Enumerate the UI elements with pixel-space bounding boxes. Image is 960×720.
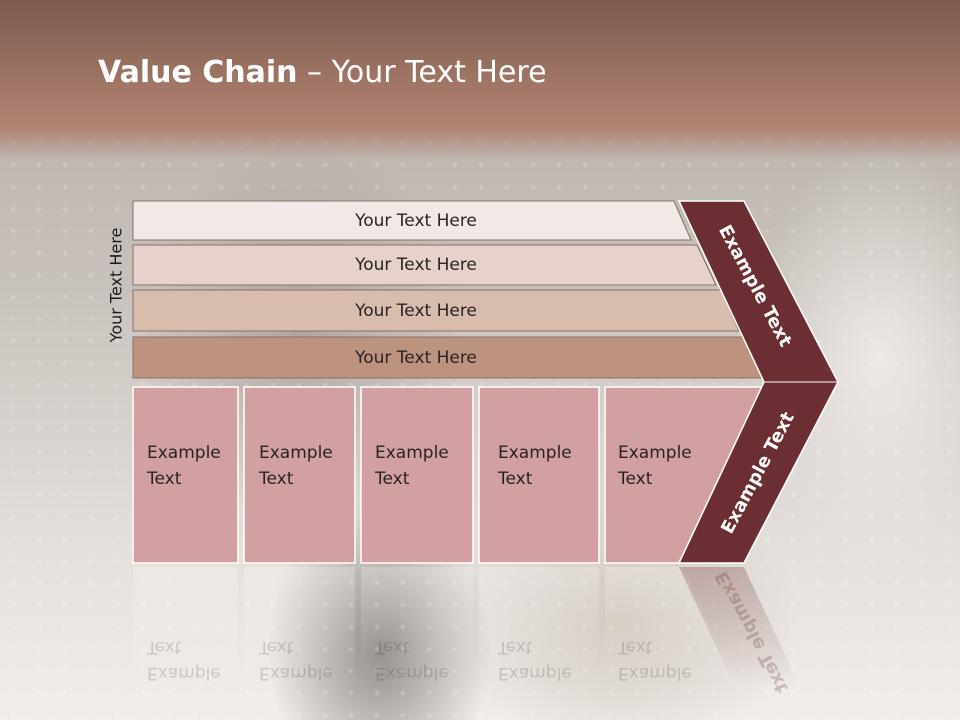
cell-4-text-reflection: Example Text — [498, 634, 593, 686]
cell-2-reflect-line1: Example — [259, 663, 333, 683]
band-1 — [132, 200, 692, 241]
cell-1-text-reflection: Example Text — [147, 634, 242, 686]
cell-1-reflect-line2: Text — [147, 637, 182, 657]
cell-4-reflection — [479, 567, 599, 687]
cell-1-reflect-line1: Example — [147, 663, 221, 683]
band-3-label: Your Text Here — [355, 300, 477, 321]
header-band — [0, 0, 960, 160]
title-bold: Value Chain — [98, 55, 298, 90]
cell-5-reflection — [605, 567, 740, 687]
cell-4-line1: Example — [498, 443, 572, 463]
cell-3-reflect-line1: Example — [375, 663, 449, 683]
cell-3-reflection — [361, 567, 473, 687]
cell-3-text-reflection: Example Text — [375, 634, 470, 686]
cell-2-text-reflection: Example Text — [259, 634, 354, 686]
cell-5-line1: Example — [618, 443, 692, 463]
cell-5-reflect-line1: Example — [618, 663, 692, 683]
cell-5-line2: Text — [618, 469, 653, 489]
band-2 — [132, 244, 717, 286]
cell-3-reflect-line2: Text — [375, 637, 410, 657]
cell-1 — [132, 386, 239, 564]
cell-2-line1: Example — [259, 443, 333, 463]
band-1-label: Your Text Here — [355, 210, 477, 231]
band-2-label: Your Text Here — [355, 255, 477, 275]
cell-2-reflect-line2: Text — [259, 637, 294, 657]
band-4-label: Your Text Here — [355, 347, 477, 368]
cell-1-line2: Text — [147, 469, 182, 489]
chevron-reflection — [679, 567, 800, 687]
cell-3-line1: Example — [375, 443, 449, 463]
cell-5-reflect-line2: Text — [618, 637, 653, 657]
title-rest: – Your Text Here — [297, 55, 547, 90]
cell-4-reflect-line1: Example — [498, 663, 572, 683]
cell-2 — [243, 386, 356, 564]
cell-2-line2: Text — [259, 469, 294, 489]
cell-4 — [478, 386, 600, 564]
slide-title: Value Chain – Your Text Here — [98, 55, 547, 95]
cell-3-line2: Text — [375, 469, 410, 489]
cell-4-line2: Text — [498, 469, 533, 489]
cell-3 — [360, 386, 474, 564]
cell-1-line1: Example — [147, 443, 221, 463]
cell-1-reflection — [133, 567, 238, 687]
band-3 — [132, 289, 740, 332]
cell-2-reflection — [244, 567, 355, 687]
cell-4-reflect-line2: Text — [498, 637, 533, 657]
cell-5-text-reflection: Example Text — [618, 634, 713, 686]
